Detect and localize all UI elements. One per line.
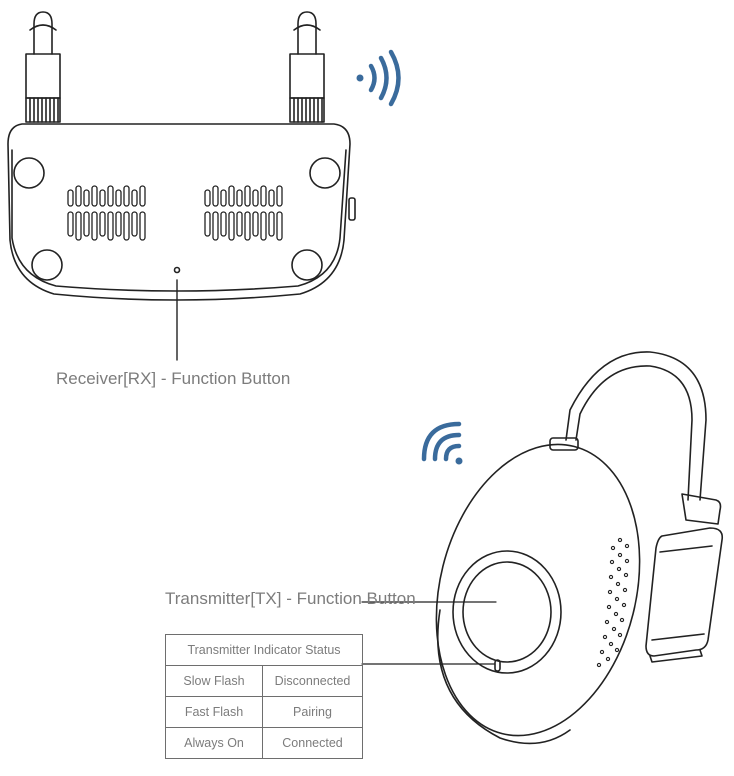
table-title: Transmitter Indicator Status — [165, 634, 363, 666]
receiver-label: Receiver[RX] - Function Button — [56, 369, 291, 388]
antenna-left — [25, 11, 61, 123]
antenna-right — [289, 11, 325, 123]
status-cell: Pairing — [262, 696, 363, 728]
transmitter-label: Transmitter[TX] - Function Button — [165, 589, 416, 608]
flash-mode-cell: Fast Flash — [165, 696, 263, 728]
table-header-row: Transmitter Indicator Status — [165, 634, 363, 666]
indicator-status-table: Transmitter Indicator Status Slow Flash … — [165, 634, 363, 759]
receiver-vents — [67, 185, 283, 241]
table-row: Fast Flash Pairing — [165, 696, 363, 728]
receiver-body — [7, 123, 356, 301]
hdmi-connector — [645, 493, 724, 663]
flash-mode-cell: Always On — [165, 727, 263, 759]
table-row: Slow Flash Disconnected — [165, 665, 363, 697]
transmitter-cable — [549, 351, 707, 501]
wifi-signal-icon — [356, 49, 401, 107]
wifi-signal-icon — [421, 421, 463, 465]
transmitter-grille — [596, 537, 630, 668]
status-cell: Connected — [262, 727, 363, 759]
status-cell: Disconnected — [262, 665, 363, 697]
flash-mode-cell: Slow Flash — [165, 665, 263, 697]
table-row: Always On Connected — [165, 727, 363, 759]
transmitter-body — [435, 443, 641, 745]
